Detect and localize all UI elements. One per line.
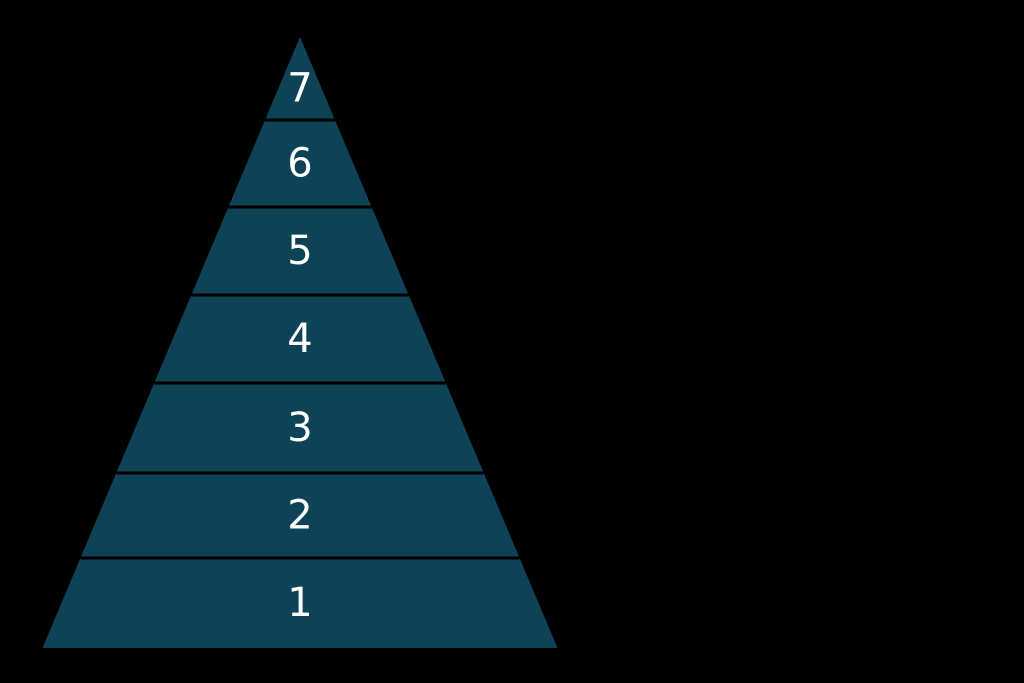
pyramid-level-label-6: 6 [287,141,312,187]
pyramid-level-label-3: 3 [287,405,312,451]
pyramid-labels-group: 7 6 5 4 3 2 1 [287,66,312,627]
pyramid-level-7[interactable] [265,37,335,120]
pyramid-level-1[interactable] [42,558,558,648]
pyramid-level-label-1: 1 [287,580,312,626]
pyramid-level-4[interactable] [154,295,446,383]
pyramid-level-2[interactable] [80,473,520,558]
pyramid-bands-group [42,37,558,648]
pyramid-level-label-4: 4 [287,316,312,362]
pyramid-dividers-group [80,118,520,560]
pyramid-level-3[interactable] [116,383,484,473]
pyramid-level-6[interactable] [228,120,372,207]
pyramid-level-label-7: 7 [287,66,312,112]
pyramid-level-label-2: 2 [287,493,312,539]
pyramid-level-5[interactable] [191,207,409,295]
pyramid-level-label-5: 5 [287,228,312,274]
